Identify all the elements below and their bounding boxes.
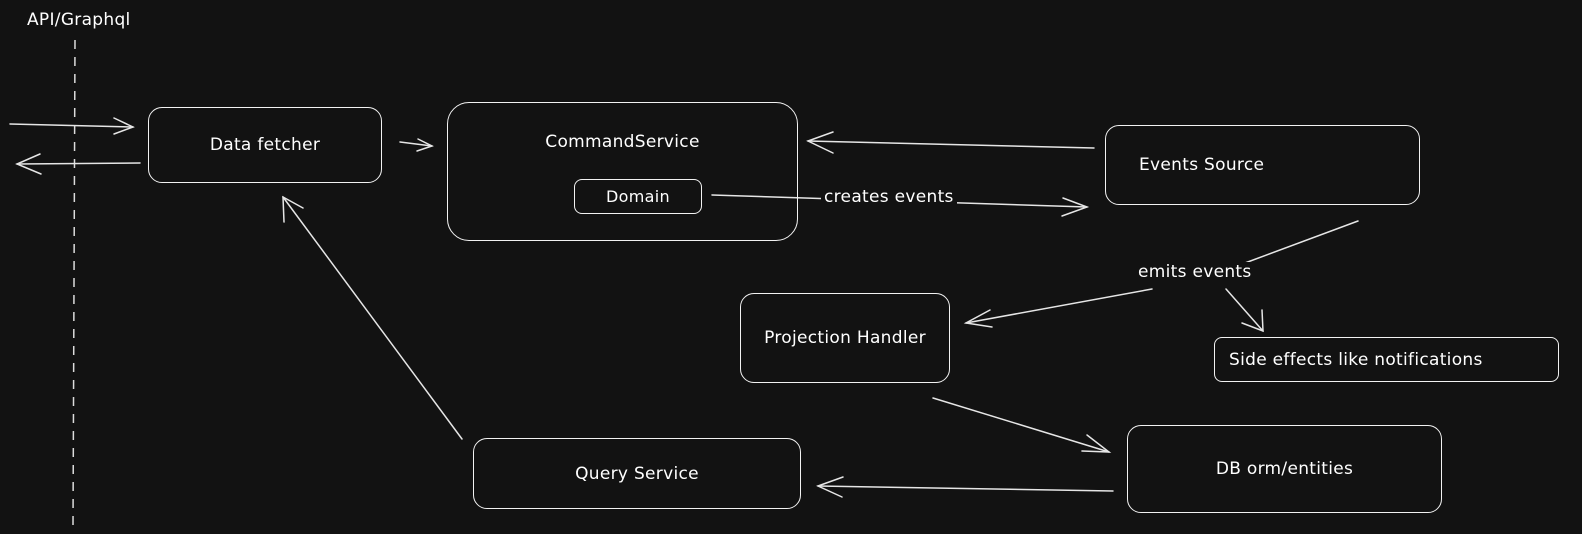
command-service-node: CommandService bbox=[447, 102, 798, 241]
projection-to-db-arrow bbox=[932, 397, 1112, 453]
side-effects-node: Side effects like notifications bbox=[1214, 337, 1559, 382]
emits-to-projection-arrow bbox=[963, 288, 1153, 328]
outgoing-response-arrow bbox=[15, 153, 141, 175]
db-entities-node: DB orm/entities bbox=[1127, 425, 1442, 513]
command-service-label: CommandService bbox=[545, 132, 700, 152]
api-boundary-label: API/Graphql bbox=[27, 10, 131, 30]
emits-events-label: emits events bbox=[1135, 262, 1255, 282]
db-to-query-arrow bbox=[816, 476, 1114, 498]
data-fetcher-label: Data fetcher bbox=[209, 135, 321, 155]
query-to-fetcher-arrow bbox=[282, 195, 463, 440]
domain-label: Domain bbox=[606, 187, 670, 206]
events-to-command-arrow bbox=[806, 131, 1095, 154]
query-service-label: Query Service bbox=[575, 463, 699, 484]
query-service-node: Query Service bbox=[473, 438, 801, 509]
projection-handler-label: Projection Handler bbox=[764, 328, 926, 348]
domain-node: Domain bbox=[574, 179, 702, 214]
db-entities-label: DB orm/entities bbox=[1215, 459, 1354, 479]
side-effects-label: Side effects like notifications bbox=[1229, 349, 1483, 370]
api-boundary-line bbox=[72, 39, 76, 527]
emits-to-side-effects-arrow bbox=[1225, 288, 1264, 333]
events-source-label: Events Source bbox=[1139, 155, 1265, 175]
emits-events-line bbox=[1244, 220, 1359, 264]
incoming-request-arrow bbox=[9, 117, 135, 135]
fetcher-to-command-arrow bbox=[399, 138, 434, 152]
data-fetcher-node: Data fetcher bbox=[148, 107, 382, 183]
events-source-node: Events Source bbox=[1105, 125, 1420, 205]
projection-handler-node: Projection Handler bbox=[740, 293, 950, 383]
creates-events-label: creates events bbox=[821, 187, 957, 207]
